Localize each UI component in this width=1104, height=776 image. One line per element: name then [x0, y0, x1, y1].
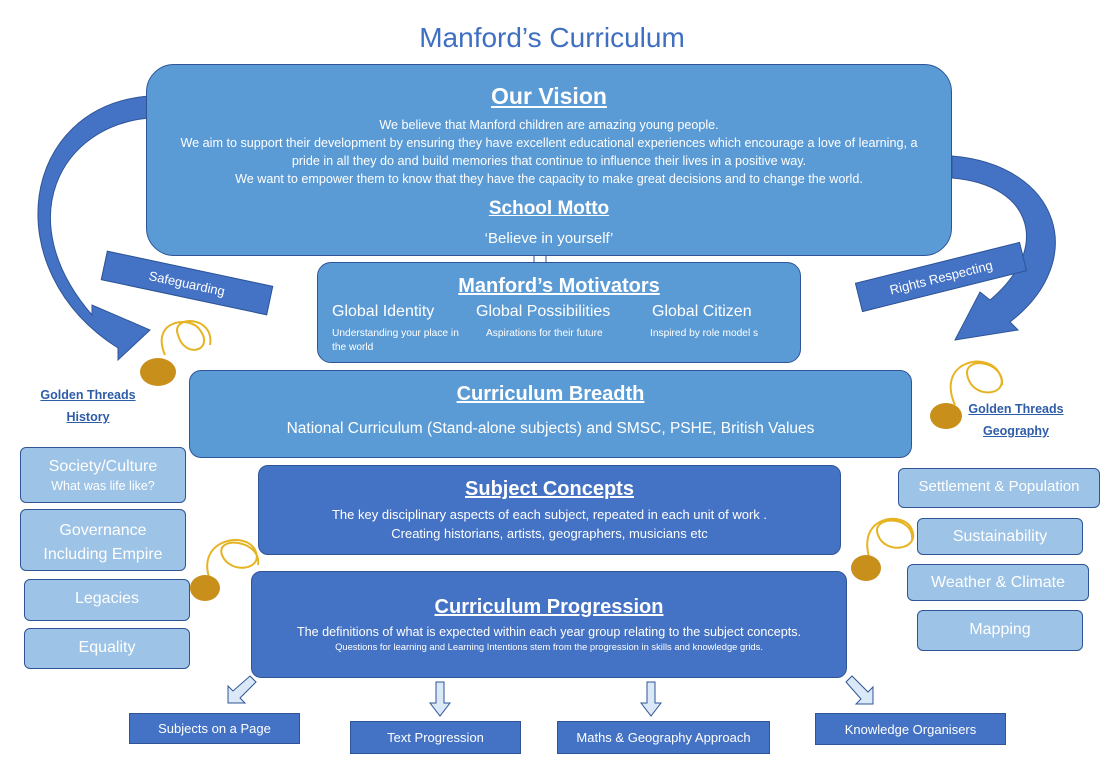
history-item-title: Society/Culture	[48, 458, 158, 475]
history-item-title: Governance	[59, 522, 147, 539]
gold-coin-right	[851, 555, 881, 581]
right-curved-arrow	[951, 155, 1056, 341]
motivator-sub: Understanding your place in the world	[332, 328, 459, 353]
concepts-box: Subject Concepts The key disciplinary as…	[258, 465, 841, 555]
gold-coin-left	[190, 575, 220, 601]
geography-weather-climate: Weather & Climate	[907, 564, 1089, 601]
gold-coin-geography	[930, 403, 962, 429]
vision-line-2: We aim to support their development by e…	[180, 136, 918, 168]
gold-thread-right	[866, 517, 915, 561]
progression-line-1: The definitions of what is expected with…	[296, 625, 802, 639]
geography-label: Golden Threads Geography	[956, 398, 1076, 442]
geography-sustainability: Sustainability	[917, 518, 1083, 555]
arrow-bottom-1	[227, 675, 257, 704]
motto-text: ‘Believe in yourself’	[484, 230, 614, 247]
motivators-box: Manford’s Motivators Global Identity Und…	[317, 262, 801, 363]
motivator-title: Global Identity	[332, 303, 435, 320]
history-society-culture: Society/Culture What was life like?	[20, 447, 186, 503]
progression-line-2: Questions for learning and Learning Inte…	[335, 641, 763, 652]
geography-mapping: Mapping	[917, 610, 1083, 651]
concepts-line-1: The key disciplinary aspects of each sub…	[331, 507, 767, 522]
history-item-sub: What was life like?	[51, 479, 155, 493]
breadth-text: National Curriculum (Stand-alone subject…	[286, 420, 815, 437]
concepts-heading: Subject Concepts	[465, 478, 634, 500]
vision-heading: Our Vision	[491, 83, 607, 109]
geography-label-line1: Golden Threads	[968, 402, 1064, 416]
history-equality: Equality	[24, 628, 190, 669]
breadth-heading: Curriculum Breadth	[456, 383, 645, 405]
motivator-title: Global Citizen	[652, 303, 752, 320]
output-knowledge-organisers: Knowledge Organisers	[815, 713, 1006, 745]
history-governance: Governance Including Empire	[20, 509, 186, 571]
concepts-text: The key disciplinary aspects of each sub…	[259, 505, 840, 543]
breadth-box: Curriculum Breadth National Curriculum (…	[189, 370, 912, 458]
gold-thread-history	[160, 320, 212, 356]
arrow-bottom-2	[428, 681, 452, 717]
output-text-progression: Text Progression	[350, 721, 521, 754]
vision-line-1: We believe that Manford children are ama…	[379, 118, 719, 132]
history-item-sub: Including Empire	[43, 546, 163, 563]
motivators-heading: Manford’s Motivators	[458, 275, 660, 297]
history-label-line1: Golden Threads	[40, 388, 136, 402]
motivator-global-citizen: Global Citizen Inspired by role model s	[650, 303, 790, 341]
history-label: Golden Threads History	[28, 384, 148, 428]
geography-label-line2: Geography	[983, 424, 1049, 438]
arrow-bottom-4	[845, 675, 874, 705]
motivator-sub: Inspired by role model s	[650, 328, 759, 339]
gold-coin-history	[140, 358, 176, 386]
progression-box: Curriculum Progression The definitions o…	[251, 571, 847, 678]
motivator-title: Global Possibilities	[476, 303, 611, 320]
vision-box: Our Vision We believe that Manford child…	[146, 64, 952, 256]
gold-thread-geography	[949, 360, 1004, 406]
motivator-global-possibilities: Global Possibilities Aspirations for the…	[476, 303, 636, 341]
motivator-sub: Aspirations for their future	[486, 328, 603, 339]
motivator-global-identity: Global Identity Understanding your place…	[332, 303, 472, 355]
motto-heading: School Motto	[488, 198, 610, 219]
history-label-line2: History	[66, 410, 110, 424]
history-legacies: Legacies	[24, 579, 190, 621]
output-subjects-on-a-page: Subjects on a Page	[129, 713, 300, 744]
output-maths-geography-approach: Maths & Geography Approach	[557, 721, 770, 754]
concepts-line-2: Creating historians, artists, geographer…	[391, 526, 708, 541]
gold-thread-left	[206, 539, 260, 581]
arrow-bottom-3	[639, 681, 663, 717]
geography-settlement: Settlement & Population	[898, 468, 1100, 508]
vision-text: We believe that Manford children are ama…	[177, 116, 921, 188]
left-curved-arrow	[37, 95, 151, 362]
page-title: Manford’s Curriculum	[419, 22, 685, 53]
progression-heading: Curriculum Progression	[434, 596, 664, 618]
vision-line-3: We want to empower them to know that the…	[235, 172, 863, 186]
